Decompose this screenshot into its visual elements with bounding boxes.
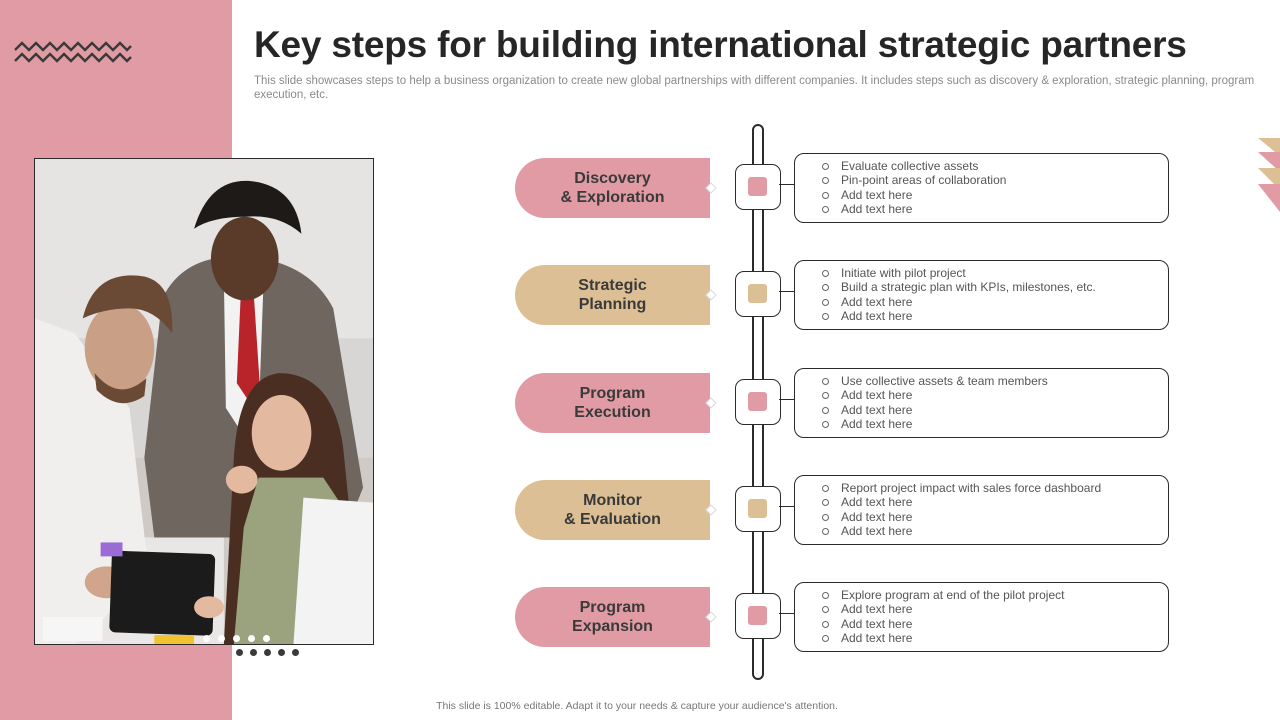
bullet-item: Evaluate collective assets	[821, 159, 1158, 173]
square-marker-icon	[748, 606, 767, 625]
bullet-item: Add text here	[821, 602, 1158, 616]
step-pill: Discovery & Exploration	[515, 158, 710, 218]
timeline-node	[735, 271, 781, 317]
bullet-item: Add text here	[821, 295, 1158, 309]
square-marker-icon	[748, 177, 767, 196]
bullet-item: Add text here	[821, 617, 1158, 631]
bullet-item: Pin-point areas of collaboration	[821, 173, 1158, 187]
bullet-list: Explore program at end of the pilot proj…	[821, 588, 1158, 646]
slide-subtitle: This slide showcases steps to help a bus…	[254, 75, 1255, 101]
bullet-item: Add text here	[821, 495, 1158, 509]
step-label: Program Expansion	[572, 599, 653, 635]
node-connector	[779, 268, 796, 292]
bullet-item: Add text here	[821, 417, 1158, 431]
step-label: Program Execution	[574, 385, 651, 421]
step-pill: Program Expansion	[515, 587, 710, 647]
bullet-list: Report project impact with sales force d…	[821, 481, 1158, 539]
square-marker-icon	[748, 499, 767, 518]
node-connector	[779, 483, 796, 507]
timeline-node	[735, 486, 781, 532]
bullet-item: Add text here	[821, 403, 1158, 417]
node-connector	[779, 376, 796, 400]
triangle-stack-icon	[1258, 138, 1280, 212]
step-detail-card: Explore program at end of the pilot proj…	[794, 582, 1169, 652]
step-pill: Strategic Planning	[515, 265, 710, 325]
bullet-item: Use collective assets & team members	[821, 374, 1158, 388]
bullet-item: Add text here	[821, 202, 1158, 216]
step-label: Strategic Planning	[578, 277, 647, 313]
node-connector	[779, 590, 796, 614]
bullet-item: Add text here	[821, 510, 1158, 524]
node-connector	[779, 161, 796, 185]
step-label: Discovery & Exploration	[560, 170, 665, 206]
step-detail-card: Report project impact with sales force d…	[794, 475, 1169, 545]
bullet-item: Initiate with pilot project	[821, 266, 1158, 280]
team-meeting-photo	[34, 158, 374, 645]
square-marker-icon	[748, 284, 767, 303]
bullet-item: Add text here	[821, 188, 1158, 202]
timeline-node	[735, 593, 781, 639]
bullet-item: Explore program at end of the pilot proj…	[821, 588, 1158, 602]
zigzag-decoration-icon	[14, 41, 132, 63]
decorative-dots-dark	[236, 649, 299, 656]
slide-title: Key steps for building international str…	[254, 24, 1187, 65]
bullet-item: Add text here	[821, 309, 1158, 323]
bullet-item: Build a strategic plan with KPIs, milest…	[821, 280, 1158, 294]
carousel-dots-white	[203, 635, 270, 642]
step-label: Monitor & Evaluation	[564, 492, 661, 528]
step-pill: Program Execution	[515, 373, 710, 433]
bullet-item: Add text here	[821, 631, 1158, 645]
slide-footer: This slide is 100% editable. Adapt it to…	[436, 700, 838, 712]
timeline-node	[735, 164, 781, 210]
bullet-item: Add text here	[821, 524, 1158, 538]
bullet-item: Report project impact with sales force d…	[821, 481, 1158, 495]
square-marker-icon	[748, 392, 767, 411]
bullet-item: Add text here	[821, 388, 1158, 402]
step-pill: Monitor & Evaluation	[515, 480, 710, 540]
timeline-node	[735, 379, 781, 425]
